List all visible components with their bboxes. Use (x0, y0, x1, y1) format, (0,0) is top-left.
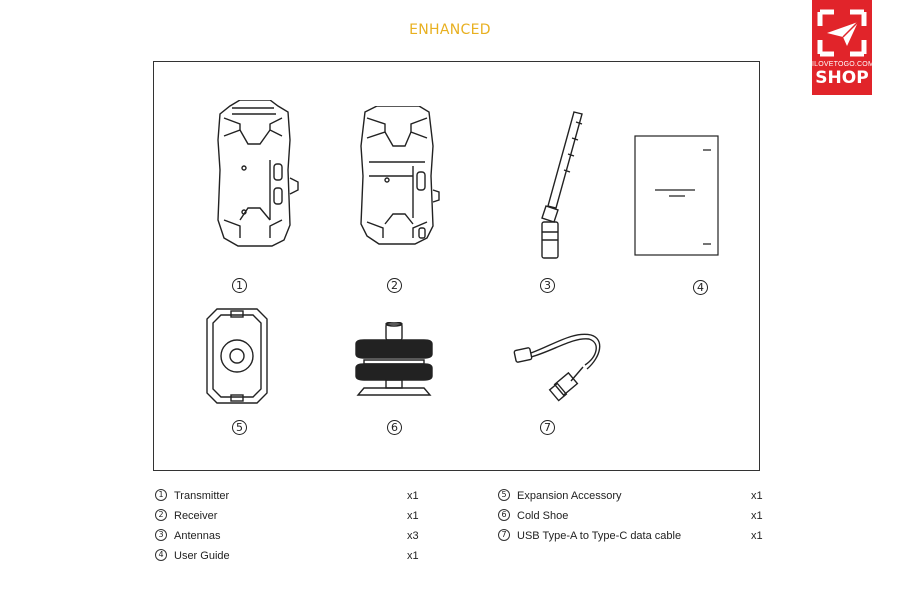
receiver-illustration (360, 106, 440, 245)
logo-frame-icon (817, 9, 867, 57)
list-item-number: 4 (155, 549, 167, 561)
list-item-label: USB Type-A to Type-C data cable (517, 530, 682, 542)
shop-logo[interactable]: ILOVETOGO.COM/ SHOP (812, 0, 877, 95)
usb-cable-illustration (513, 333, 601, 402)
contents-diagram-frame (153, 61, 760, 471)
list-item-qty: x3 (407, 530, 419, 542)
logo-shop-text: SHOP (815, 68, 869, 88)
list-item-qty: x1 (407, 510, 419, 522)
antenna-illustration (541, 111, 583, 259)
figure-number-7: 7 (540, 420, 555, 435)
list-item-label: Receiver (174, 510, 218, 522)
list-item-label: Cold Shoe (517, 510, 569, 522)
transmitter-illustration (217, 100, 299, 247)
figure-number-5: 5 (232, 420, 247, 435)
page-heading: ENHANCED (409, 22, 491, 38)
figure-number-4: 4 (693, 280, 708, 295)
list-item-number: 7 (498, 529, 510, 541)
list-item-label: Antennas (174, 530, 221, 542)
list-item-qty: x1 (751, 530, 763, 542)
cold-shoe-illustration (355, 322, 433, 396)
list-item-number: 1 (155, 489, 167, 501)
figure-number-6: 6 (387, 420, 402, 435)
list-item-number: 3 (155, 529, 167, 541)
list-item-number: 5 (498, 489, 510, 501)
user-guide-illustration (634, 135, 719, 256)
figure-number-2: 2 (387, 278, 402, 293)
list-item-qty: x1 (751, 510, 763, 522)
figure-number-3: 3 (540, 278, 555, 293)
list-item-label: Transmitter (174, 490, 230, 502)
list-item-qty: x1 (407, 490, 419, 502)
list-item-number: 2 (155, 509, 167, 521)
list-item-number: 6 (498, 509, 510, 521)
logo-url-text: ILOVETOGO.COM/ (812, 61, 877, 68)
list-item-label: User Guide (174, 550, 230, 562)
list-item-label: Expansion Accessory (517, 490, 622, 502)
figure-number-1: 1 (232, 278, 247, 293)
expansion-accessory-illustration (206, 308, 268, 404)
list-item-qty: x1 (407, 550, 419, 562)
list-item-qty: x1 (751, 490, 763, 502)
